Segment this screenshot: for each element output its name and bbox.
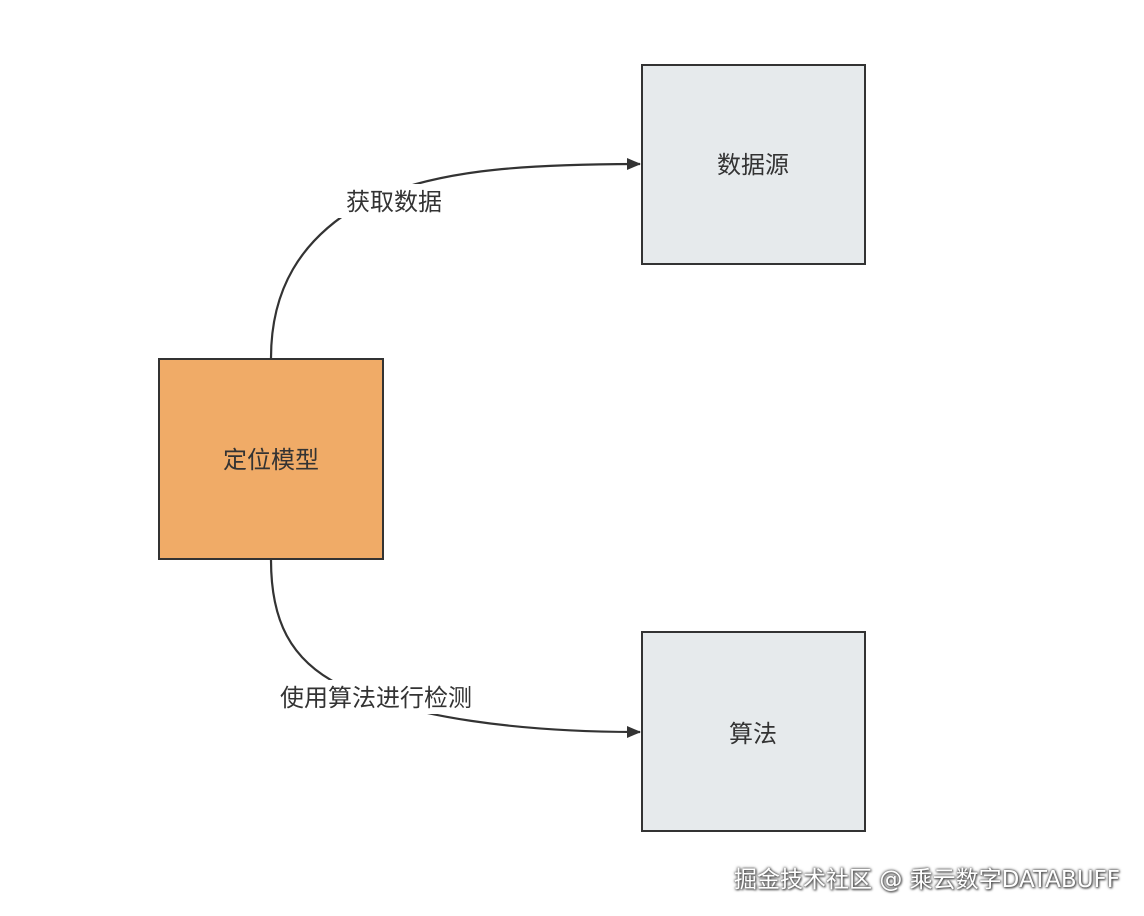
node-model xyxy=(158,358,384,560)
node-algorithm-label: 算法 xyxy=(729,720,777,748)
node-datasource-label: 数据源 xyxy=(717,151,789,179)
edge-get-data xyxy=(269,158,641,359)
node-datasource xyxy=(641,64,866,265)
node-model-label: 定位模型 xyxy=(223,446,319,474)
edge-label-get-data: 获取数据 xyxy=(346,188,442,216)
edge-label-use-algorithm: 使用算法进行检测 xyxy=(280,684,472,712)
watermark: 掘金技术社区 @ 乘云数字DATABUFF xyxy=(734,867,1120,893)
node-algorithm xyxy=(641,631,866,832)
edge-label-bg-get-data xyxy=(336,184,452,218)
edge-label-bg-use-algorithm xyxy=(268,680,484,714)
